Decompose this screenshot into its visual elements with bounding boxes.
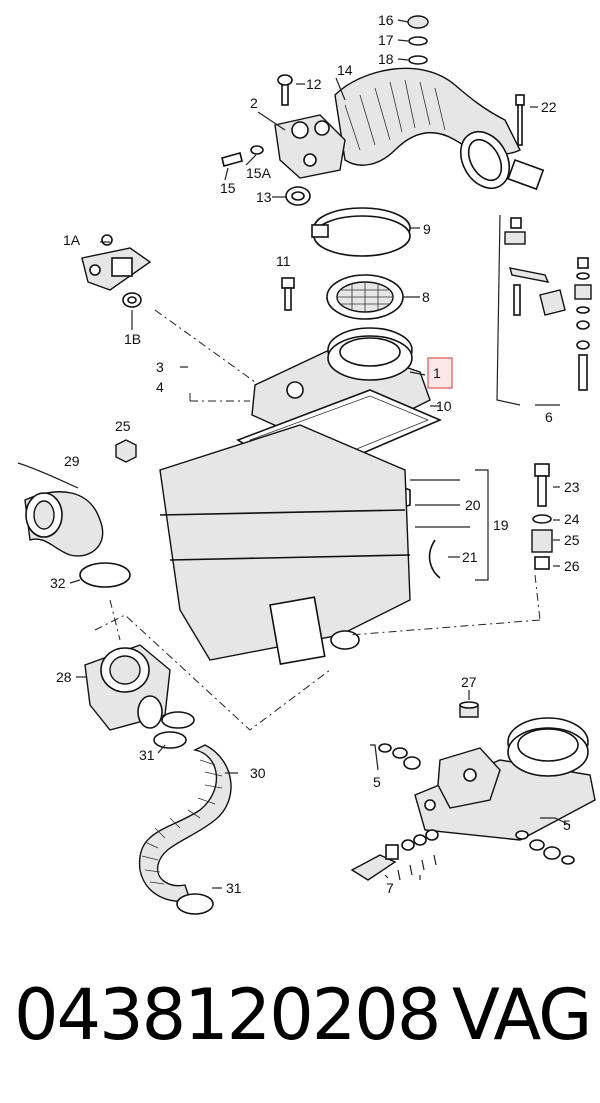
callout-15a: 15A <box>246 165 272 181</box>
callout-3: 3 <box>156 359 164 375</box>
cap-top <box>459 701 479 709</box>
brand-name: VAG <box>452 974 592 1056</box>
air-mass-meter-part <box>84 644 171 731</box>
linkage-part <box>496 214 592 406</box>
callout-25-right: 25 <box>564 532 580 548</box>
callout-20: 20 <box>465 497 481 513</box>
callout-11: 11 <box>276 253 291 269</box>
nut-part <box>115 439 137 463</box>
callout-labels: 16 17 18 14 12 22 2 15A 15 13 9 1A 11 8 … <box>50 12 580 896</box>
callout-29: 29 <box>64 453 80 469</box>
callout-1a: 1A <box>63 232 81 248</box>
callout-10: 10 <box>436 398 452 414</box>
callout-12: 12 <box>306 76 322 92</box>
clamp-31a-part <box>161 711 195 729</box>
clip-part <box>428 539 441 579</box>
bolt-22-part <box>515 94 525 146</box>
mount-bolt-stack-part <box>531 463 553 570</box>
hose-clamp-part <box>311 207 411 257</box>
callout-2: 2 <box>250 95 258 111</box>
clamp-31a-ring <box>153 731 187 749</box>
air-filter-box-part <box>159 424 411 666</box>
callout-8: 8 <box>422 289 430 305</box>
injector-part <box>350 829 439 881</box>
callout-9: 9 <box>423 221 431 237</box>
callout-5-right: 5 <box>563 817 571 833</box>
callout-14: 14 <box>337 62 353 78</box>
callout-17: 17 <box>378 32 394 48</box>
callout-1b: 1B <box>124 331 141 347</box>
flex-hose-part <box>138 744 232 902</box>
callout-18: 18 <box>378 51 394 67</box>
seal-ring-inner <box>291 191 305 201</box>
callout-6: 6 <box>545 409 553 425</box>
callout-27: 27 <box>461 674 477 690</box>
mesh-screen-part <box>326 274 404 320</box>
oring-set-5b-part <box>515 830 575 865</box>
intake-duct-part <box>17 462 104 557</box>
air-valve-part <box>221 74 346 179</box>
callout-24: 24 <box>564 511 580 527</box>
leader-lines <box>69 77 571 889</box>
clamp-32-part <box>79 562 131 588</box>
callout-4: 4 <box>156 379 164 395</box>
callout-32: 32 <box>50 575 66 591</box>
callout-5-left: 5 <box>373 774 381 790</box>
part-number: 0438120208 <box>14 974 441 1056</box>
callout-30: 30 <box>250 765 266 781</box>
callout-28: 28 <box>56 669 72 685</box>
callout-21: 21 <box>462 549 478 565</box>
callout-31-top: 31 <box>139 747 155 763</box>
callout-19: 19 <box>493 517 509 533</box>
callout-31-bottom: 31 <box>226 880 242 896</box>
sensor-1a-part <box>81 234 152 308</box>
intake-hose-part <box>334 67 545 191</box>
callout-16: 16 <box>378 12 394 28</box>
callout-1: 1 <box>433 365 441 381</box>
callout-23: 23 <box>564 479 580 495</box>
callout-26: 26 <box>564 558 580 574</box>
callout-22: 22 <box>541 99 557 115</box>
clamp-31b-part <box>176 893 214 915</box>
callout-13: 13 <box>256 189 272 205</box>
throttle-body-part <box>414 717 596 841</box>
oring-set-5a-part <box>378 743 421 770</box>
callout-15: 15 <box>220 180 236 196</box>
highlight-box <box>427 357 453 389</box>
washer-stack-part <box>397 15 429 65</box>
flex-hose-ribs <box>141 759 223 885</box>
bolt-11-part <box>281 277 295 311</box>
callout-7: 7 <box>386 880 394 896</box>
callout-25-top: 25 <box>115 418 131 434</box>
